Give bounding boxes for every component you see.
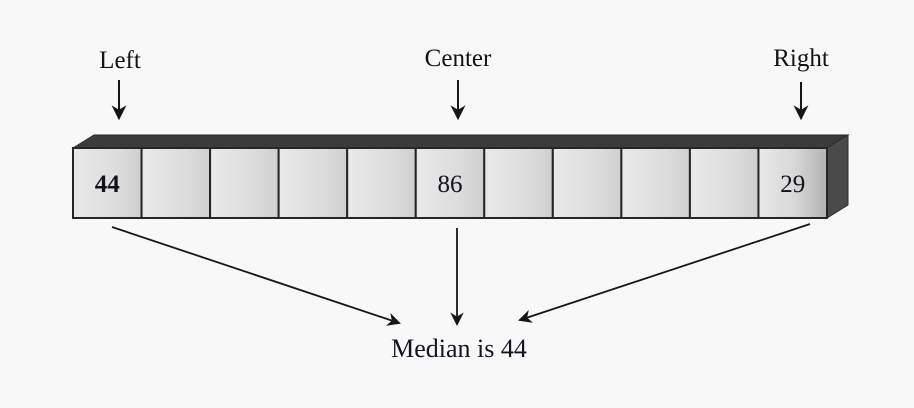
pointer-label-right: Right <box>773 45 829 72</box>
array-cell-value-5: 86 <box>438 171 463 198</box>
median-arrow-from-left <box>111 226 401 326</box>
array-right-face <box>826 134 849 219</box>
array-top-face <box>71 134 850 149</box>
array-cell-9 <box>688 147 760 219</box>
pointer-label-center: Center <box>425 45 492 72</box>
array-cell-4 <box>346 147 417 219</box>
array-cells: 44 86 29 <box>72 147 829 219</box>
array-cell-10 <box>757 147 829 219</box>
array-cell-3 <box>277 147 349 219</box>
array-cell-1 <box>140 147 212 219</box>
median-arrow-from-right <box>518 223 811 323</box>
array-cell-7 <box>551 147 623 219</box>
array-cell-0 <box>72 147 143 219</box>
array-cell-5 <box>414 147 486 219</box>
array-cell-6 <box>483 147 554 219</box>
median-caption: Median is 44 <box>391 334 527 363</box>
array-cell-value-10: 29 <box>780 171 805 198</box>
array-cell-8 <box>620 147 691 219</box>
array-cell-2 <box>209 147 280 219</box>
pointer-label-left: Left <box>99 47 141 74</box>
array-cell-value-0: 44 <box>95 171 121 198</box>
